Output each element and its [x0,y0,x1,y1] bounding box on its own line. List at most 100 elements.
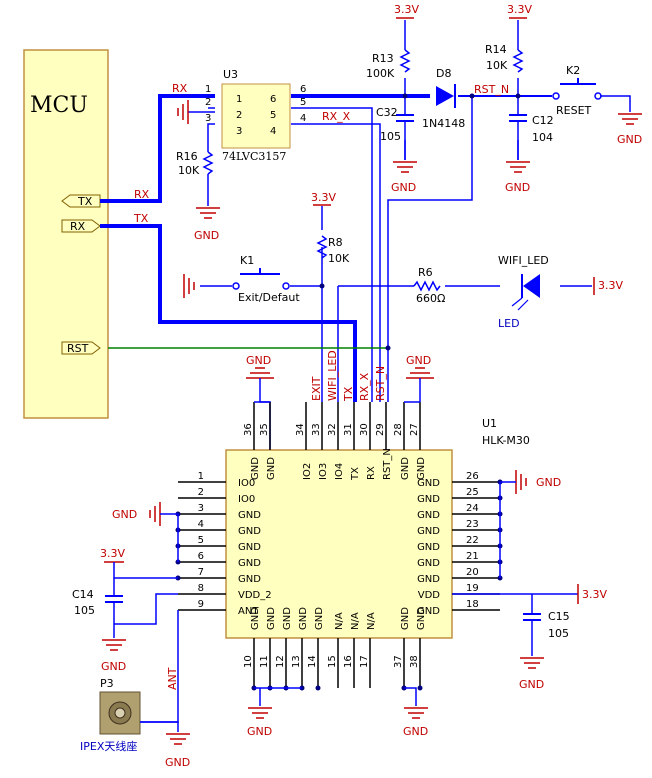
u1-pin-num-right: 25 [466,487,479,498]
r8-value: 10K [328,252,350,265]
u1-pin-name-top: IO3 [318,463,329,480]
u1-pin-num-top: 33 [311,423,322,436]
u1-pin-name-top: GND [250,457,261,480]
u1-pin-num-top: 27 [409,423,420,436]
u1-pin-name-right: GND [417,574,440,585]
u1-net-exit: EXIT [310,376,323,401]
u1-pin-num-bottom: 14 [307,655,318,668]
rx-x-wirelabel: RX_X [322,110,351,123]
gnd-label-c32: GND [391,181,416,194]
u1-pin-num-right: 24 [466,503,479,514]
u1-pin-num-top: 34 [295,423,306,436]
tx-mcu-wirelabel: TX [133,212,149,225]
u1-pin-num-top: 35 [259,423,270,436]
u1-net-tx: TX [342,386,355,402]
v33-label-r13: 3.3V [394,3,419,16]
u1-pin-num-left: 3 [198,503,204,514]
u1-pin-name-right: GND [417,478,440,489]
u1-pin-num-left: 6 [198,551,204,562]
v33-label-led: 3.3V [598,279,623,292]
gnd-label-u1-top-right: GND [406,354,431,367]
r16-value: 10K [178,164,200,177]
u3-pin1: 1 [205,84,211,95]
gnd-label-r16: GND [194,229,219,242]
gnd-label-u1-top-left: GND [246,354,271,367]
u1-pin-num-bottom: 11 [259,655,270,668]
u3-pin1-inner: 1 [236,94,242,105]
u3-pin4: 4 [300,113,306,124]
rx-top-wirelabel: RX [172,82,188,95]
u1-pin-name-top: TX [350,467,361,481]
u1-net-wifi-led: WIFI_LED [326,350,339,401]
u1-pin-name-bottom: GND [298,607,309,630]
u1-part: HLK-M30 [482,434,530,447]
bus-wires [100,20,631,402]
u1-pin-num-bottom: 16 [343,655,354,668]
r13-resistor [399,49,411,73]
u1-pin-name-right: GND [417,510,440,521]
c32-ref: C32 [376,106,398,119]
u1-pin-num-left: 1 [198,471,204,482]
u3-pin5-inner: 5 [270,110,276,121]
c14-ref: C14 [72,588,94,601]
u1-pin-name-top: RST_N [382,448,393,480]
u1-pin-num-right: 20 [466,567,479,578]
u1-pin-name-right: GND [417,606,440,617]
u1-pin-num-bottom: 38 [409,655,420,668]
k1-label: Exit/Defaut [238,291,300,304]
u1-pin-num-top: 28 [393,423,404,436]
r13-value: 100K [366,67,395,80]
u1-pin-name-top: GND [266,457,277,480]
u1-pin-num-right: 22 [466,535,479,546]
gnd-label-c12: GND [505,181,530,194]
u1-pin-group: 1IO02IO03GND4GND5GND6GND7GND8VDD_29ANT26… [175,401,503,691]
gnd-label-u1-bottom-left: GND [247,725,272,738]
d8-diode [436,86,454,106]
v33-label-r8: 3.3V [311,191,336,204]
r6-resistor [413,280,441,292]
u1-pin-name-right: GND [417,526,440,537]
u1-pin-name-bottom: N/A [366,612,377,630]
mcu-rx-port [61,219,101,233]
r14-ref: R14 [485,43,507,56]
c14-value: 105 [74,604,95,617]
rx-mcu-wirelabel: RX [134,188,150,201]
d8-part: 1N4148 [422,117,465,130]
gnd-symbol-c32 [393,161,417,173]
gnd-symbol-u1-right [515,470,527,494]
u1-pin-name-bottom: GND [250,607,261,630]
u1-pin-name-left: VDD_2 [238,590,272,601]
gnd-symbol-u1-left [149,502,161,526]
u1-pin-num-right: 21 [466,551,479,562]
u1-pin-name-bottom: GND [266,607,277,630]
c32-value: 105 [380,130,401,143]
u1-pin-num-right: 19 [466,583,479,594]
u1-pin-num-left: 7 [198,567,204,578]
v33-label-r14: 3.3V [507,3,532,16]
gnd-label-p3: GND [165,756,190,769]
u1-pin-name-left: GND [238,558,261,569]
u1-pin-num-right: 26 [466,471,479,482]
u3-pin3-inner: 3 [236,126,242,137]
r8-ref: R8 [328,236,343,249]
u1-junction [315,685,321,691]
v33-label-u1-vdd: 3.3V [582,588,607,601]
u1-pin-name-left: GND [238,510,261,521]
u1-pin-num-top: 31 [343,423,354,436]
u1-body [225,449,453,639]
gnd-symbol-c12 [506,161,530,173]
gnd-symbol-c14 [102,639,126,651]
c12-ref: C12 [532,114,554,127]
u1-pin-num-top: 32 [327,423,338,436]
u1-pin-name-left: GND [238,542,261,553]
u1-pin-name-bottom: GND [416,607,427,630]
r8-resistor [316,235,328,259]
c12-value: 104 [532,131,553,144]
u1-pin-name-bottom: GND [314,607,325,630]
gnd-symbol-k2 [618,113,642,125]
u3-pin2: 2 [205,97,211,108]
mcu-tx-label: TX [77,195,93,208]
gnd-symbol-p3 [166,733,190,745]
u1-pin-name-right: GND [417,494,440,505]
